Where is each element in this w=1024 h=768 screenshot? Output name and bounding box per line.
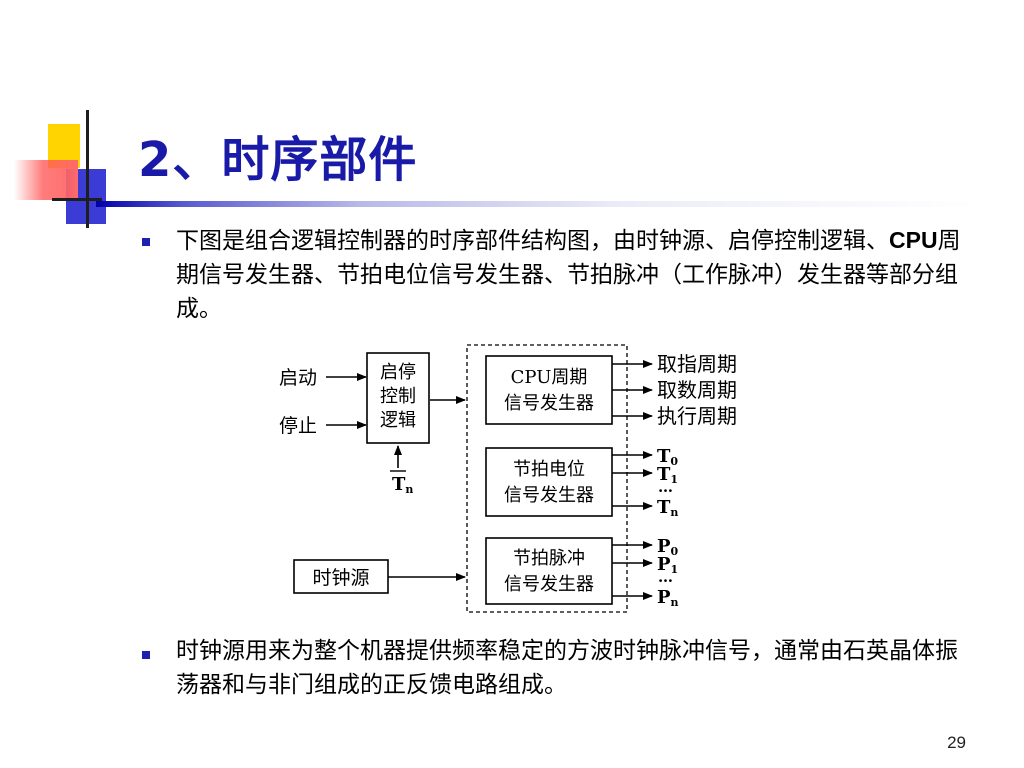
label-execute-cycle: 执行周期: [657, 404, 737, 428]
label-operand-cycle: 取数周期: [657, 378, 737, 402]
beat-pulse-generator-block: [485, 537, 613, 605]
pot-block-label-1: 节拍电位: [513, 459, 585, 480]
label-t0: T0: [657, 446, 678, 468]
label-fetch-cycle: 取指周期: [657, 352, 737, 376]
ctrl-label-2: 控制: [380, 386, 416, 407]
paragraph-timing-components: 下图是组合逻辑控制器的时序部件结构图，由时钟源、启停控制逻辑、CPU周期信号发生…: [176, 223, 966, 326]
ctrl-label-1: 启停: [380, 362, 416, 383]
cpu-cycle-generator-block: [485, 355, 613, 425]
paragraph-1-text-b: 周期信号发生器、节拍电位信号发生器、节拍脉冲（工作脉冲）发生器等部分组成。: [176, 228, 961, 322]
cpu-block-label-1: CPU周期: [511, 367, 588, 388]
pulse-block-label-1: 节拍脉冲: [513, 548, 585, 569]
generator-group-dashed: [466, 344, 628, 613]
beat-potential-generator-block: [485, 447, 613, 517]
label-t-dots: …: [658, 478, 673, 496]
label-t1: T1: [657, 464, 678, 486]
paragraph-clock-source: 时钟源用来为整个机器提供频率稳定的方波时钟脉冲信号，通常由石英晶体振荡器和与非门…: [176, 638, 958, 698]
clock-source-block: [293, 559, 389, 594]
title-deco-red-bar: [14, 160, 78, 200]
tn-feedback-label: Tn: [392, 474, 413, 496]
title-deco-horizontal-line: [52, 198, 102, 201]
pulse-block-label-2: 信号发生器: [504, 574, 594, 595]
title-deco-vertical-line: [86, 110, 89, 228]
label-p-dots: …: [658, 568, 673, 586]
clock-source-label: 时钟源: [312, 567, 369, 589]
page-number: 29: [947, 733, 966, 752]
bullet-marker-1: [142, 238, 150, 246]
start-stop-control-block: [366, 352, 430, 444]
label-p0: P0: [657, 536, 679, 558]
title-underline-bar: [96, 201, 976, 207]
label-p1: P1: [657, 554, 678, 576]
label-stop: 停止: [279, 415, 317, 437]
bullet-marker-2: [142, 651, 150, 659]
ctrl-label-3: 逻辑: [380, 410, 416, 431]
paragraph-1-text-a: 下图是组合逻辑控制器的时序部件结构图，由时钟源、启停控制逻辑、: [176, 228, 889, 254]
pot-block-label-2: 信号发生器: [504, 485, 594, 506]
label-start: 启动: [279, 367, 317, 389]
cpu-block-label-2: 信号发生器: [504, 393, 594, 414]
label-pn: Pn: [657, 587, 679, 609]
slide-title: 2、时序部件: [138, 132, 418, 188]
paragraph-1-cpu-bold: CPU: [889, 227, 938, 253]
label-tn: Tn: [657, 497, 678, 519]
